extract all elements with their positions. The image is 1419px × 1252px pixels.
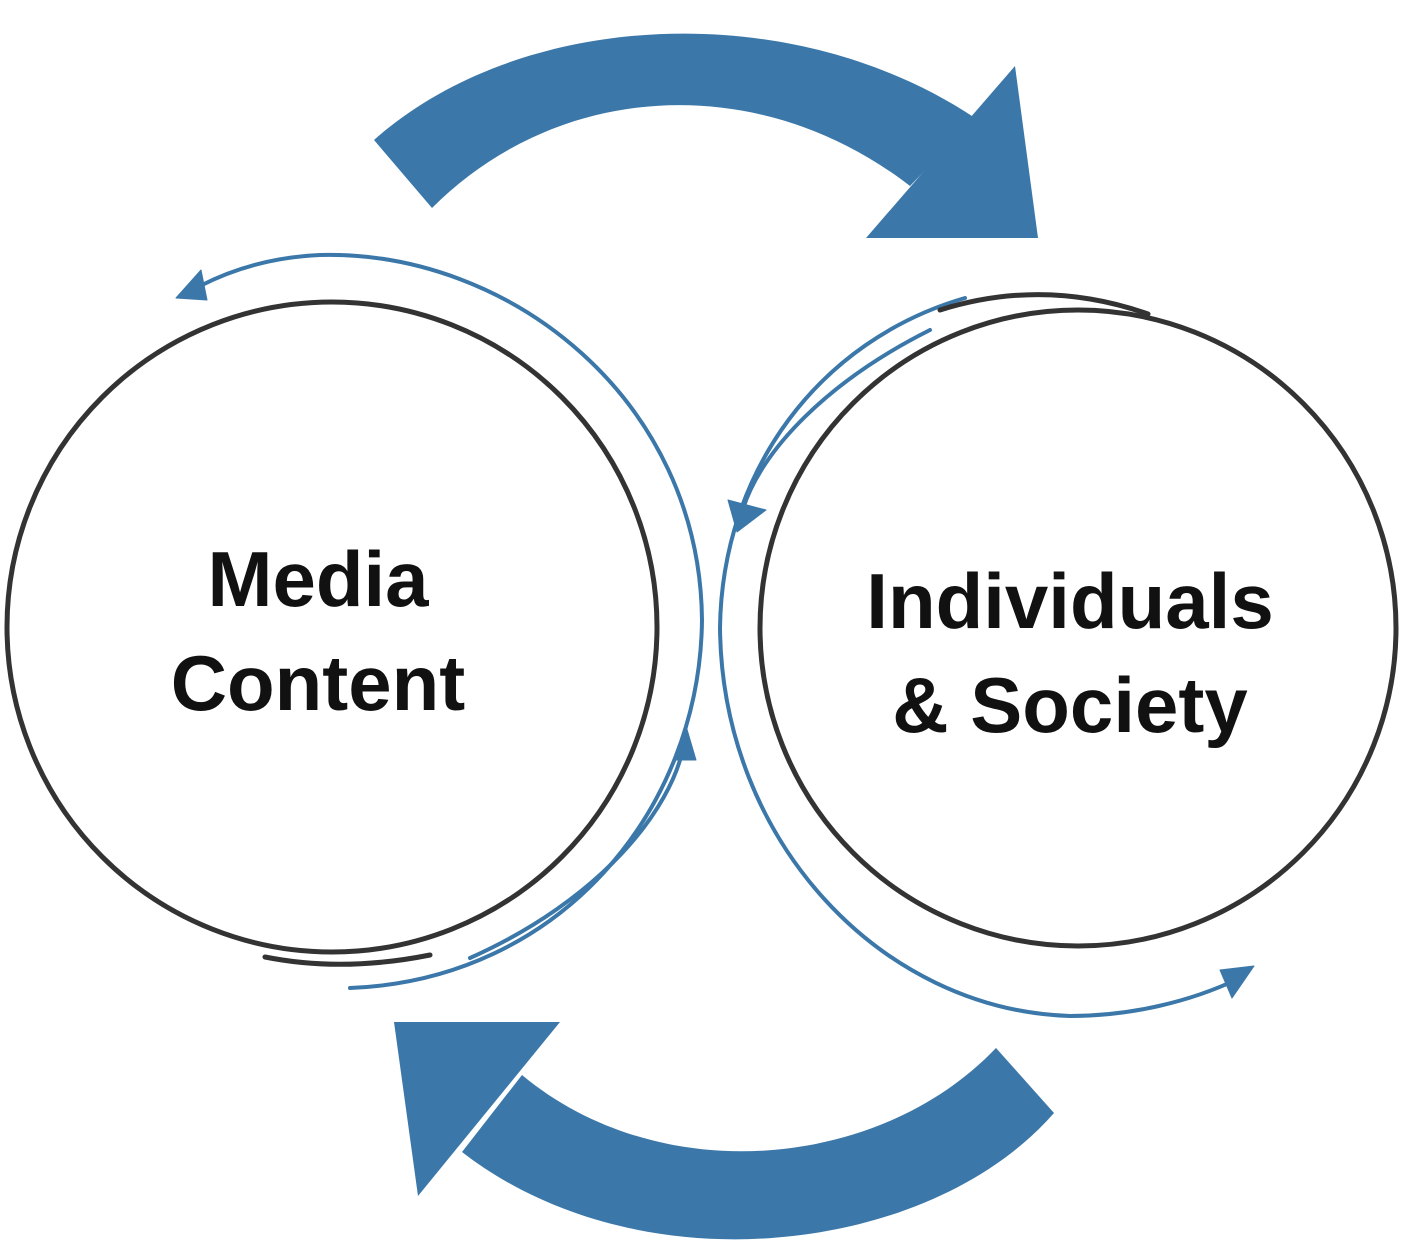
media-content-label-line1: Media [207,535,429,623]
right-outer-thin-arrow [717,296,1255,1019]
bottom-arrow-body [462,1048,1054,1240]
media-content-circle [4,299,660,955]
left-inner-up-arrow-head [672,725,697,761]
individuals-society-label-line2: & Society [892,661,1247,749]
top-curved-arrow [374,33,1038,238]
left-dark-accent-arc [262,952,433,967]
left-outer-arrow-head [175,269,208,301]
right-inner-down-arrow [727,328,932,533]
right-outer-arrow-head [1219,965,1255,999]
bottom-arrow-head [394,1022,560,1196]
left-outer-thin-arc [198,252,705,990]
top-arrow-head [866,66,1038,238]
left-inner-up-arc [468,742,686,960]
individuals-society-label-line1: Individuals [866,557,1273,645]
top-arrow-body [374,33,975,208]
right-dark-accent-arc [937,292,1151,317]
right-inner-down-arrow-head [727,499,767,533]
node-media-content: Media Content [4,299,660,955]
left-inner-up-arrow [468,725,697,960]
node-individuals-society: Individuals & Society [757,307,1399,949]
individuals-society-circle [757,307,1399,949]
left-outer-thin-arrow [175,252,705,990]
right-inner-down-arc [740,328,932,514]
bottom-curved-arrow [394,1022,1054,1240]
media-content-label-line2: Content [171,639,466,727]
right-outer-thin-arc [717,296,1242,1019]
